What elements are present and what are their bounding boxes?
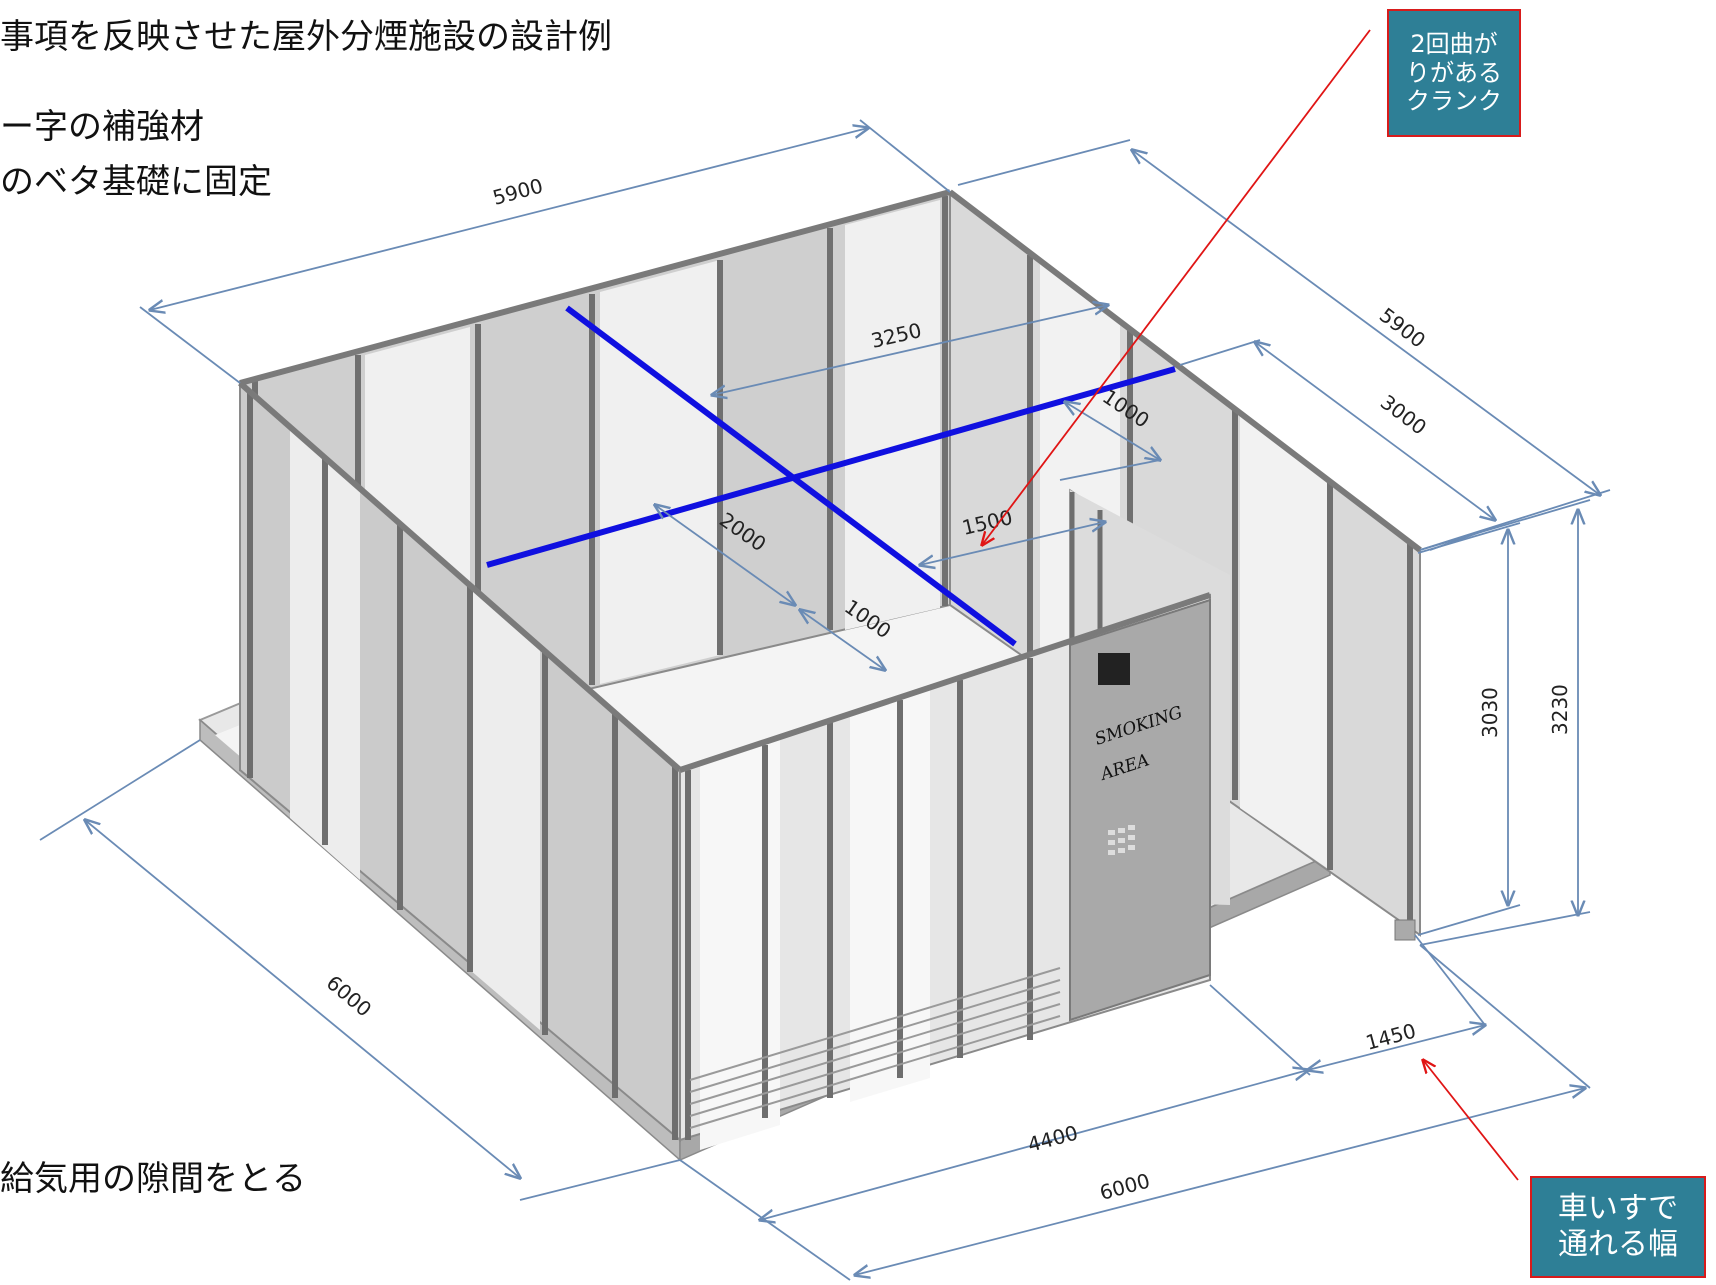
- sign-icon-block: [1098, 653, 1130, 685]
- dim-label-height-3030: 3030: [1478, 687, 1502, 738]
- dim-label-right-3000: 3000: [1376, 390, 1431, 440]
- dim-label-left-6000: 6000: [322, 970, 376, 1021]
- callout-pointers: [982, 29, 1519, 1181]
- dim-label-right-5900: 5900: [1375, 303, 1430, 353]
- reinforcement-bars: [486, 305, 1176, 647]
- crank-pointer-line: [982, 29, 1371, 545]
- note-foundation: のベタ基礎に固定: [0, 162, 272, 202]
- dimension-lines: [39, 119, 1611, 1281]
- dim-label-height-3230: 3230: [1548, 684, 1572, 735]
- reinforcement-bar-2: [486, 366, 1176, 568]
- heading: 事項を反映させた屋外分煙施設の設計例: [0, 17, 612, 57]
- dim-label-top-5900: 5900: [490, 173, 545, 209]
- dim-label-front-4400: 4400: [1025, 1120, 1080, 1156]
- dim-label-front-6000: 6000: [1097, 1168, 1152, 1204]
- crank-callout: 2回曲が りがある クランク: [1387, 9, 1521, 137]
- wheelchair-callout-text: 車いすで 通れる幅: [1557, 1191, 1679, 1262]
- note-reinforcement: ー字の補強材: [0, 107, 204, 147]
- wheelchair-callout: 車いすで 通れる幅: [1530, 1176, 1706, 1278]
- wheelchair-pointer-line: [1423, 1060, 1519, 1181]
- note-gap: 給気用の隙間をとる: [0, 1159, 306, 1199]
- crank-callout-text: 2回曲が りがある クランク: [1406, 29, 1502, 116]
- smoking-area-sign-panel: SMOKING AREA: [1069, 598, 1211, 1022]
